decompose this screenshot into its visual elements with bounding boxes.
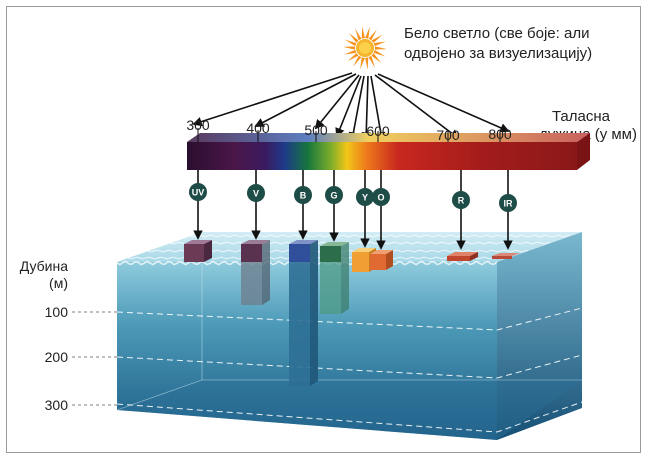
depth-label-line-1: Дубина: [20, 258, 69, 274]
column-o: [370, 250, 393, 270]
wavelength-tick: 800: [488, 126, 512, 142]
badge-v: V: [247, 184, 265, 202]
wavelength-tick: 400: [246, 120, 270, 142]
svg-text:V: V: [253, 189, 259, 199]
badge-y: Y: [356, 188, 374, 206]
sun-icon: [343, 26, 387, 70]
title-line-1: Бело светло (све боје: али: [404, 25, 589, 42]
svg-text:300: 300: [186, 117, 210, 133]
column-ir: [492, 253, 520, 259]
svg-text:700: 700: [436, 127, 460, 143]
badge-g: G: [325, 186, 343, 204]
svg-text:400: 400: [246, 120, 270, 136]
svg-text:500: 500: [304, 122, 328, 138]
spectrum-bar: [187, 133, 590, 170]
badge-o: O: [372, 188, 390, 206]
wavelength-tick: 700: [436, 127, 460, 143]
badge-ir: IR: [499, 194, 517, 212]
depth-tick: 200: [45, 349, 69, 365]
badge-b: B: [294, 186, 312, 204]
svg-text:UV: UV: [192, 188, 205, 198]
svg-text:800: 800: [488, 126, 512, 142]
light-rays: [192, 72, 510, 142]
depth-ticks: 100 200 300: [45, 304, 117, 413]
badge-uv: UV: [189, 183, 207, 201]
column-b: [289, 240, 318, 386]
badge-r: R: [452, 191, 470, 209]
depth-lines: [116, 307, 583, 433]
wavelength-tick: 300: [186, 117, 210, 142]
column-uv: [184, 240, 212, 262]
depth-tick: 300: [45, 397, 69, 413]
color-badges: UV V B G Y O R IR: [189, 183, 517, 212]
svg-text:Y: Y: [362, 193, 368, 203]
depth-label-line-2: (м): [49, 275, 68, 291]
svg-text:600: 600: [366, 123, 390, 139]
column-r: [447, 252, 478, 261]
wavelength-tick: 600: [366, 123, 390, 142]
depth-tick: 100: [45, 304, 69, 320]
wavelength-tick: 500: [304, 122, 328, 142]
svg-text:IR: IR: [504, 199, 514, 209]
penetration-columns: [184, 240, 520, 386]
column-g: [320, 242, 349, 314]
column-v: [241, 240, 270, 305]
svg-text:R: R: [458, 196, 465, 206]
svg-text:O: O: [377, 193, 384, 203]
wavelength-label-line-1: Таласна: [552, 108, 611, 125]
svg-text:G: G: [330, 191, 337, 201]
title-line-2: одвојено за визуелизацију): [404, 45, 592, 62]
wavelength-ticks: 300 400 500 600 700 800: [186, 117, 512, 143]
svg-text:B: B: [300, 191, 307, 201]
